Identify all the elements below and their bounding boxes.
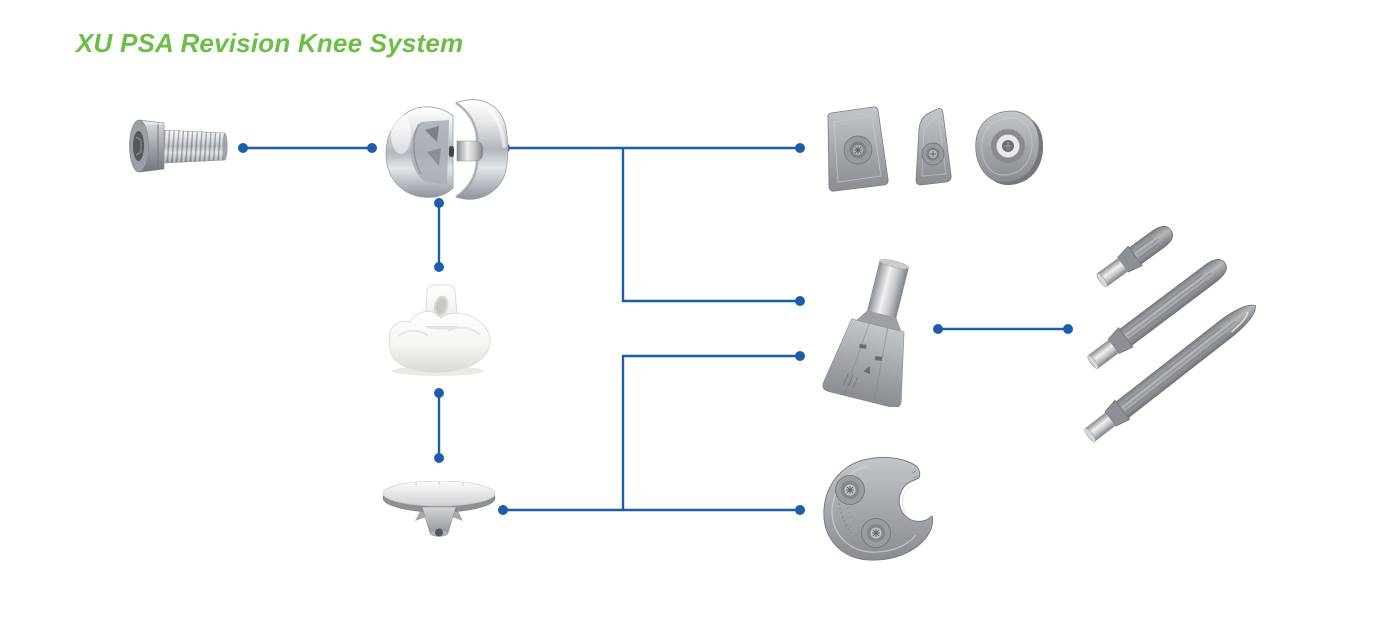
metaphyseal-sleeve-image — [822, 259, 910, 407]
half-moon-augment-image — [823, 456, 934, 561]
augment-screw-hole — [835, 475, 865, 505]
stem-long — [1084, 304, 1256, 442]
augment-trapezoid — [827, 106, 889, 192]
femoral-component-image — [385, 99, 509, 200]
femoral-augments-image — [827, 106, 1044, 192]
augment-wedge — [915, 108, 952, 186]
tibial-insert-image — [388, 284, 491, 376]
connector-lines — [243, 146, 1068, 512]
line-femoral-sleeve — [621, 148, 800, 303]
tibial-baseplate-image — [382, 481, 496, 537]
stem-short — [1096, 225, 1173, 287]
fixation-screw-image — [129, 119, 228, 173]
stem-extensions-image — [1084, 225, 1256, 442]
augment-d-shape — [975, 110, 1044, 186]
line-sleeve-baseplate-branch — [621, 354, 800, 510]
augment-screw-hole — [861, 518, 891, 548]
page-title: XU PSA Revision Knee System — [76, 28, 464, 58]
stem-medium — [1087, 259, 1227, 369]
connector-dots — [238, 143, 1073, 515]
